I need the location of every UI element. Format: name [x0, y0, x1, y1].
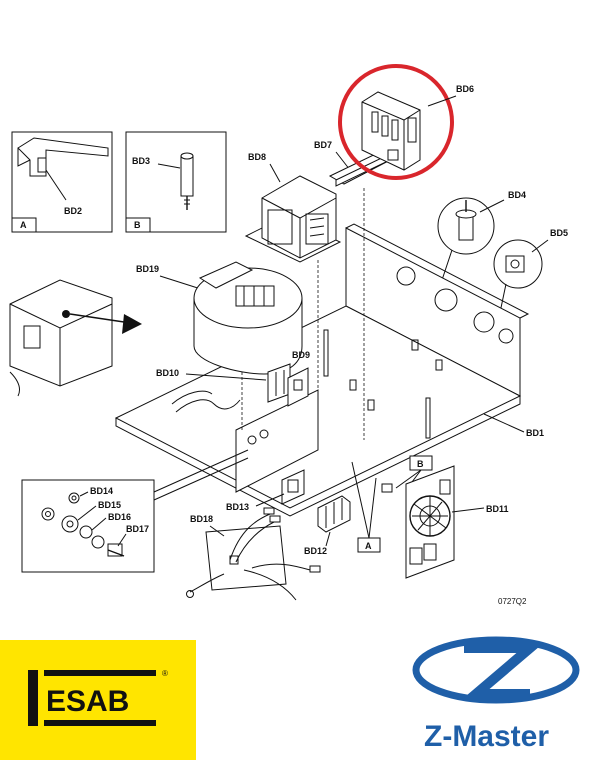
- label-bd6: BD6: [456, 84, 474, 94]
- label-bd1: BD1: [526, 428, 544, 438]
- zmaster-logo: Z-Master: [412, 636, 580, 753]
- contactor-bd6: BD6: [338, 64, 474, 180]
- harness-bd18: BD18: [186, 507, 321, 601]
- detail-box-a: A BD2: [11, 131, 113, 233]
- label-bd15: BD15: [98, 500, 121, 510]
- callout-a: A: [351, 461, 381, 553]
- label-bd19: BD19: [136, 264, 159, 274]
- label-bd8: BD8: [248, 152, 266, 162]
- pcb-bd11: BD11: [405, 465, 509, 579]
- callout-b-label: B: [417, 459, 424, 469]
- label-bd5: BD5: [550, 228, 568, 238]
- label-bd10: BD10: [156, 368, 179, 378]
- board-bd9: BD9: [287, 350, 310, 407]
- esab-registered-mark: ®: [162, 669, 168, 678]
- label-bd14: BD14: [90, 486, 113, 496]
- label-bd12: BD12: [304, 546, 327, 556]
- esab-wordmark: ESAB: [46, 685, 129, 718]
- chassis-bd1: BD1: [114, 188, 544, 517]
- detail-bd5: BD5: [493, 228, 568, 323]
- board-bd13: BD13: [226, 469, 305, 512]
- label-bd9: BD9: [292, 350, 310, 360]
- label-bd3: BD3: [132, 156, 150, 166]
- highlight-circle: [338, 64, 454, 180]
- label-bd11: BD11: [486, 504, 509, 514]
- label-bd13: BD13: [226, 502, 249, 512]
- esab-logo: ESAB ®: [0, 640, 196, 760]
- label-bd16: BD16: [108, 512, 131, 522]
- label-bd18: BD18: [190, 514, 213, 524]
- housing-bd19: BD19: [136, 261, 303, 375]
- terminal-bd10: BD10: [156, 363, 291, 403]
- label-bd17: BD17: [126, 524, 149, 534]
- label-bd7: BD7: [314, 140, 332, 150]
- callout-b: B: [381, 455, 433, 493]
- drawing-code: 0727Q2: [498, 597, 527, 606]
- zmaster-wordmark: Z-Master: [424, 720, 549, 753]
- detail-box-b-label: B: [134, 220, 141, 230]
- label-bd4: BD4: [508, 190, 526, 200]
- callout-a-label: A: [365, 541, 372, 551]
- detail-box-b: B BD3: [125, 131, 227, 233]
- inset-chassis-corner: [9, 279, 142, 397]
- transformer-bd8: BD8: [244, 152, 342, 263]
- detail-box-a-label: A: [20, 220, 27, 230]
- label-bd2: BD2: [64, 206, 82, 216]
- detail-hardware: BD14 BD15 BD16 BD17: [21, 449, 249, 573]
- terminal-bd12: BD12: [304, 495, 351, 556]
